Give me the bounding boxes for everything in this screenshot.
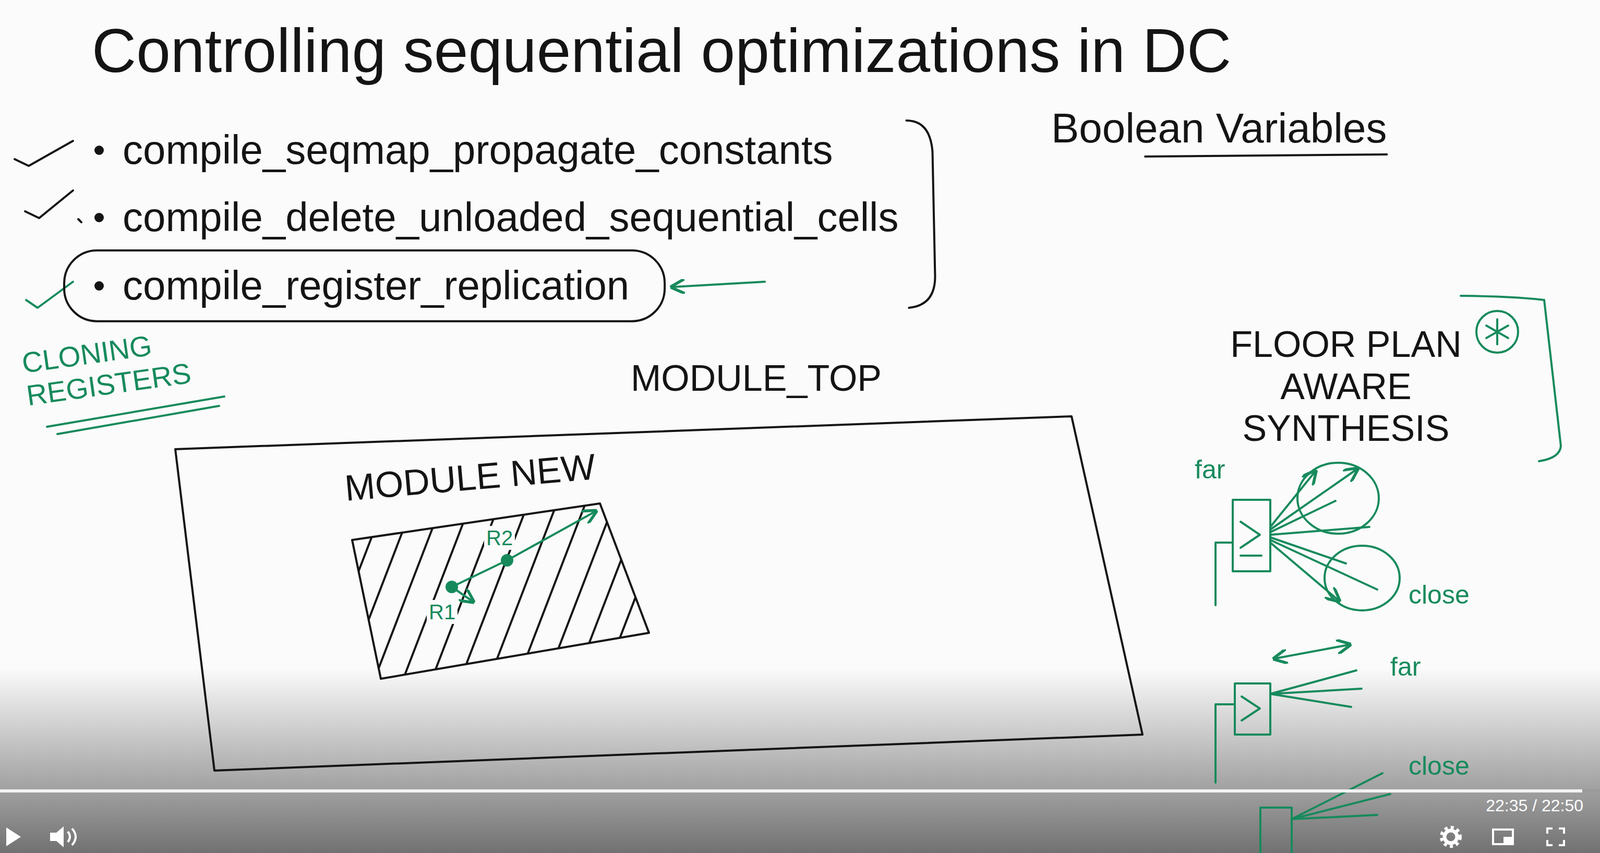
bullet-dots	[94, 145, 104, 291]
handwritten-note: CLONING REGISTERS	[19, 321, 215, 413]
handwritten-note: far	[1390, 652, 1421, 683]
floorplan-bracket	[1460, 295, 1561, 462]
check-marks	[14, 140, 82, 308]
floorplan-sketch	[1215, 462, 1400, 853]
slide-title: Controlling sequential optimizations in …	[91, 15, 1232, 87]
video-shade	[0, 667, 1600, 853]
node-label: compile_register_replication	[122, 262, 630, 310]
handwritten-note: close	[1408, 580, 1470, 611]
circled-option: compile_register_replication	[63, 249, 666, 323]
register-label: R2	[484, 525, 515, 550]
node-outline	[172, 354, 1148, 778]
handwritten-note: far	[1194, 454, 1225, 486]
underline	[1145, 154, 1387, 157]
handwritten-note: close	[1408, 751, 1470, 782]
handwritten-note: FLOOR PLAN AWARE SYNTHESIS	[1199, 323, 1493, 450]
video-timestamp: 22:35 / 22:50	[1485, 796, 1584, 816]
module-box: MODULE_TOP MODULE NEW	[172, 354, 1148, 778]
register-label: R1	[426, 599, 458, 624]
bullet-text: compile_delete_unloaded_sequential_cells	[122, 194, 899, 242]
handwritten-note: Boolean Variables	[1051, 104, 1387, 153]
video-controls	[0, 790, 1600, 848]
node-label: MODULE NEW	[342, 445, 597, 510]
bullet-text: compile_seqmap_propagate_constants	[122, 126, 834, 174]
node-label: MODULE_TOP	[630, 357, 882, 400]
module-box: MODULE NEW	[339, 451, 653, 681]
brace	[906, 120, 935, 308]
pointer-arrow	[672, 281, 765, 287]
